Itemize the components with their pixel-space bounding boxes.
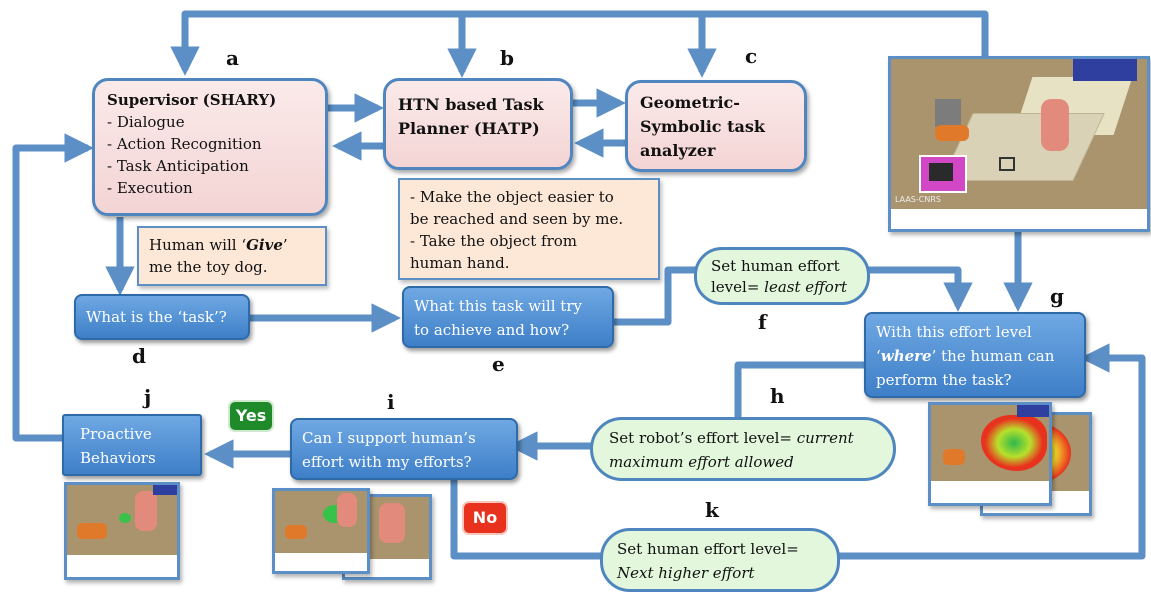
robot-scene-image-g-front <box>928 402 1052 506</box>
htn-planner-box: HTN based Task Planner (HATP) <box>383 78 573 170</box>
supervisor-item-execution: - Execution <box>107 179 193 197</box>
analyzer-line-3: analyzer <box>640 141 716 160</box>
analyzer-line-1: Geometric- <box>640 93 740 112</box>
supervisor-title: Supervisor (SHARY) <box>107 91 277 109</box>
where-line-1: With this effort level <box>876 323 1032 341</box>
i-to-k-connector <box>450 480 604 560</box>
where-emphasis: where <box>880 347 932 365</box>
human-note-line-2: me the toy dog. <box>149 258 268 276</box>
support-question-line-2: effort with my efforts? <box>302 453 472 471</box>
yes-badge: Yes <box>228 400 274 432</box>
top-feed-connector <box>170 10 989 76</box>
no-badge: No <box>462 501 508 535</box>
htn-planner-line-1: HTN based Task <box>398 95 544 114</box>
support-effort-question-box: Can I support human’s effort with my eff… <box>290 418 518 480</box>
proactive-line-2: Behaviors <box>80 449 156 467</box>
proactive-behaviors-box: Proactive Behaviors <box>62 414 202 476</box>
robot-effort-emphasis-2: maximum effort allowed <box>609 453 794 471</box>
g-to-h-connector <box>734 361 866 418</box>
label-j: j <box>144 385 152 409</box>
label-a: a <box>226 46 239 70</box>
human-give-note: Human will ‘Give’ me the toy dog. <box>137 226 327 286</box>
label-h: h <box>770 384 785 408</box>
support-question-line-1: Can I support human’s <box>302 429 476 447</box>
where-line-3: perform the task? <box>876 371 1012 389</box>
label-f: f <box>758 310 767 334</box>
next-effort-line-1: Set human effort level= <box>617 540 799 558</box>
proactive-line-1: Proactive <box>80 425 152 443</box>
robot-scene-image-j <box>64 482 180 580</box>
least-effort-emphasis: least effort <box>764 278 848 296</box>
set-least-effort-oval: Set human effort level= least effort <box>694 247 870 305</box>
supervisor-item-action-recognition: - Action Recognition <box>107 135 262 153</box>
supervisor-item-task-anticipation: - Task Anticipation <box>107 157 249 175</box>
geometric-symbolic-analyzer-box: Geometric- Symbolic task analyzer <box>625 80 807 172</box>
task-goal-line-3: - Take the object from <box>410 232 578 250</box>
task-goal-line-1: - Make the object easier to <box>410 188 614 206</box>
task-achieve-line-2: to achieve and how? <box>414 321 570 339</box>
label-e: e <box>492 352 505 376</box>
robot-scene-image-main: LAAS-CNRS <box>888 56 1150 232</box>
set-robot-effort-oval: Set robot’s effort level= current maximu… <box>590 417 896 481</box>
label-i: i <box>387 390 395 414</box>
label-g: g <box>1050 284 1064 308</box>
robot-effort-emphasis-1: current <box>796 429 854 447</box>
task-goal-line-2: be reached and seen by me. <box>410 210 624 228</box>
task-goals-note: - Make the object easier to be reached a… <box>398 178 660 280</box>
analyzer-line-2: Symbolic task <box>640 117 765 136</box>
supervisor-item-dialogue: - Dialogue <box>107 113 185 131</box>
laas-watermark: LAAS-CNRS <box>895 195 941 204</box>
least-effort-line-1: Set human effort <box>711 257 840 275</box>
set-next-higher-effort-oval: Set human effort level= Next higher effo… <box>600 528 840 592</box>
robot-scene-image-i-front <box>272 488 370 574</box>
supervisor-shary-box: Supervisor (SHARY) - Dialogue - Action R… <box>92 78 328 216</box>
f-to-g-arrow <box>866 266 973 312</box>
label-b: b <box>500 46 514 70</box>
e-to-f-connector <box>612 266 696 326</box>
next-effort-emphasis: Next higher effort <box>617 564 755 582</box>
label-d: d <box>132 344 146 368</box>
where-human-can-perform-box: With this effort level ‘where’ the human… <box>864 312 1086 398</box>
label-c: c <box>745 44 758 68</box>
give-emphasis: Give <box>246 236 283 254</box>
j-to-a-arrow <box>12 133 94 442</box>
what-is-task-text: What is the ‘task’? <box>86 308 227 326</box>
label-k: k <box>705 498 719 522</box>
htn-planner-line-2: Planner (HATP) <box>398 119 540 138</box>
task-achieve-box: What this task will try to achieve and h… <box>402 286 614 348</box>
what-is-task-box: What is the ‘task’? <box>74 294 250 340</box>
k-to-g-arrow <box>837 343 1146 560</box>
task-achieve-line-1: What this task will try <box>414 297 582 315</box>
task-goal-line-4: human hand. <box>410 254 510 272</box>
